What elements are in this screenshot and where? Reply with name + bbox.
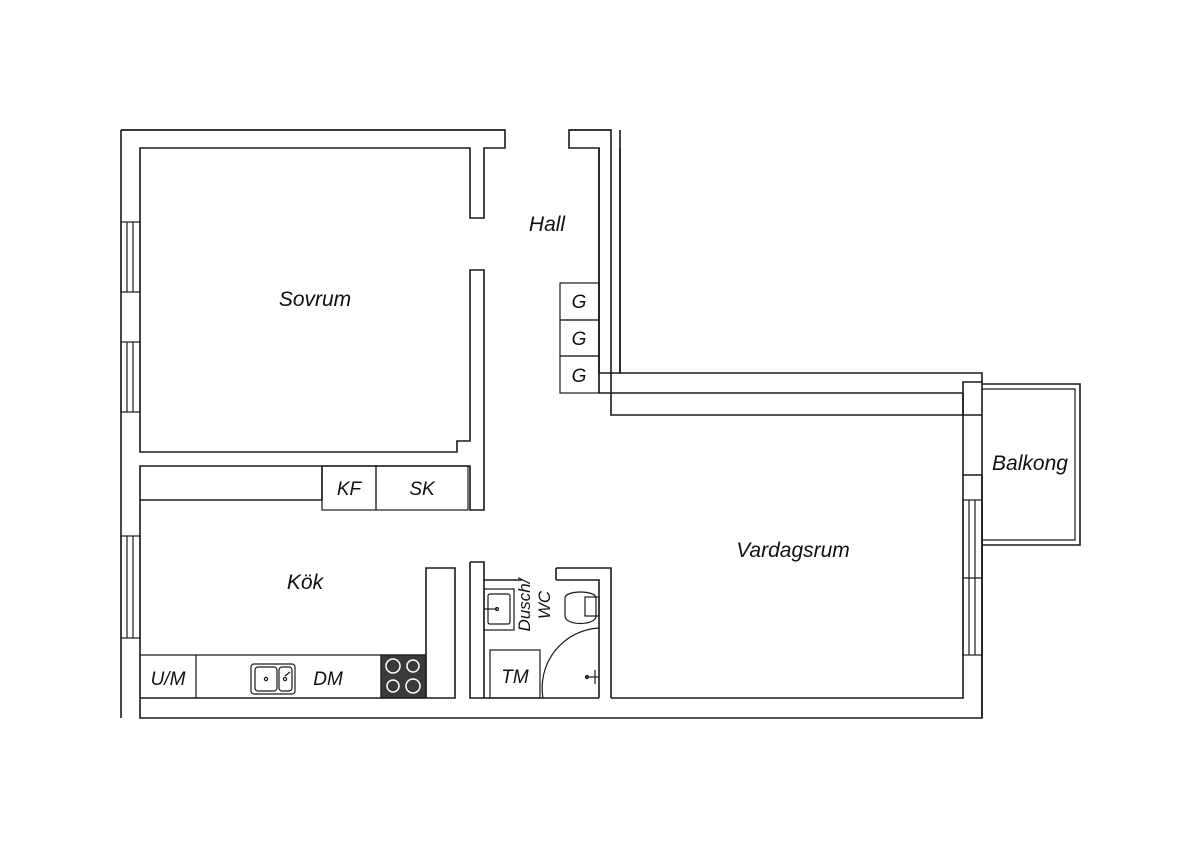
sink-icon — [250, 663, 296, 695]
room-label-kok: Kök — [287, 571, 325, 594]
wardrobe-3 — [559, 355, 600, 394]
stove-icon — [380, 654, 427, 699]
dishwasher-label: DM — [313, 669, 343, 690]
room-label-dusch-wc: Dusch/ WC — [515, 576, 554, 631]
fridge-label: KF — [337, 479, 363, 500]
wardrobe-label-3: G — [572, 366, 587, 387]
windows-balcony — [962, 499, 983, 656]
room-label-dusch: Dusch/ — [515, 576, 534, 631]
wardrobe-label-2: G — [572, 329, 587, 350]
washer-label: TM — [501, 667, 529, 688]
room-label-vardagsrum: Vardagsrum — [736, 539, 850, 562]
bedroom-closet-row — [140, 465, 469, 511]
shower-icon — [541, 627, 600, 699]
washer-box — [489, 649, 541, 699]
balcony — [982, 383, 1081, 546]
oven-micro-label: U/M — [151, 669, 186, 690]
hall-wardrobes — [559, 282, 600, 394]
wardrobe-label-1: G — [572, 292, 587, 313]
washbasin-icon — [483, 588, 515, 631]
cabinet-label: SK — [409, 479, 436, 500]
room-label-hall: Hall — [529, 213, 567, 236]
kitchen-counter — [140, 654, 427, 699]
room-label-sovrum: Sovrum — [279, 288, 351, 311]
toilet-icon — [564, 591, 600, 625]
bathroom-fixtures — [483, 588, 600, 699]
windows-left — [120, 221, 141, 639]
room-label-wc: WC — [535, 590, 554, 619]
room-label-balkong: Balkong — [992, 452, 1068, 475]
